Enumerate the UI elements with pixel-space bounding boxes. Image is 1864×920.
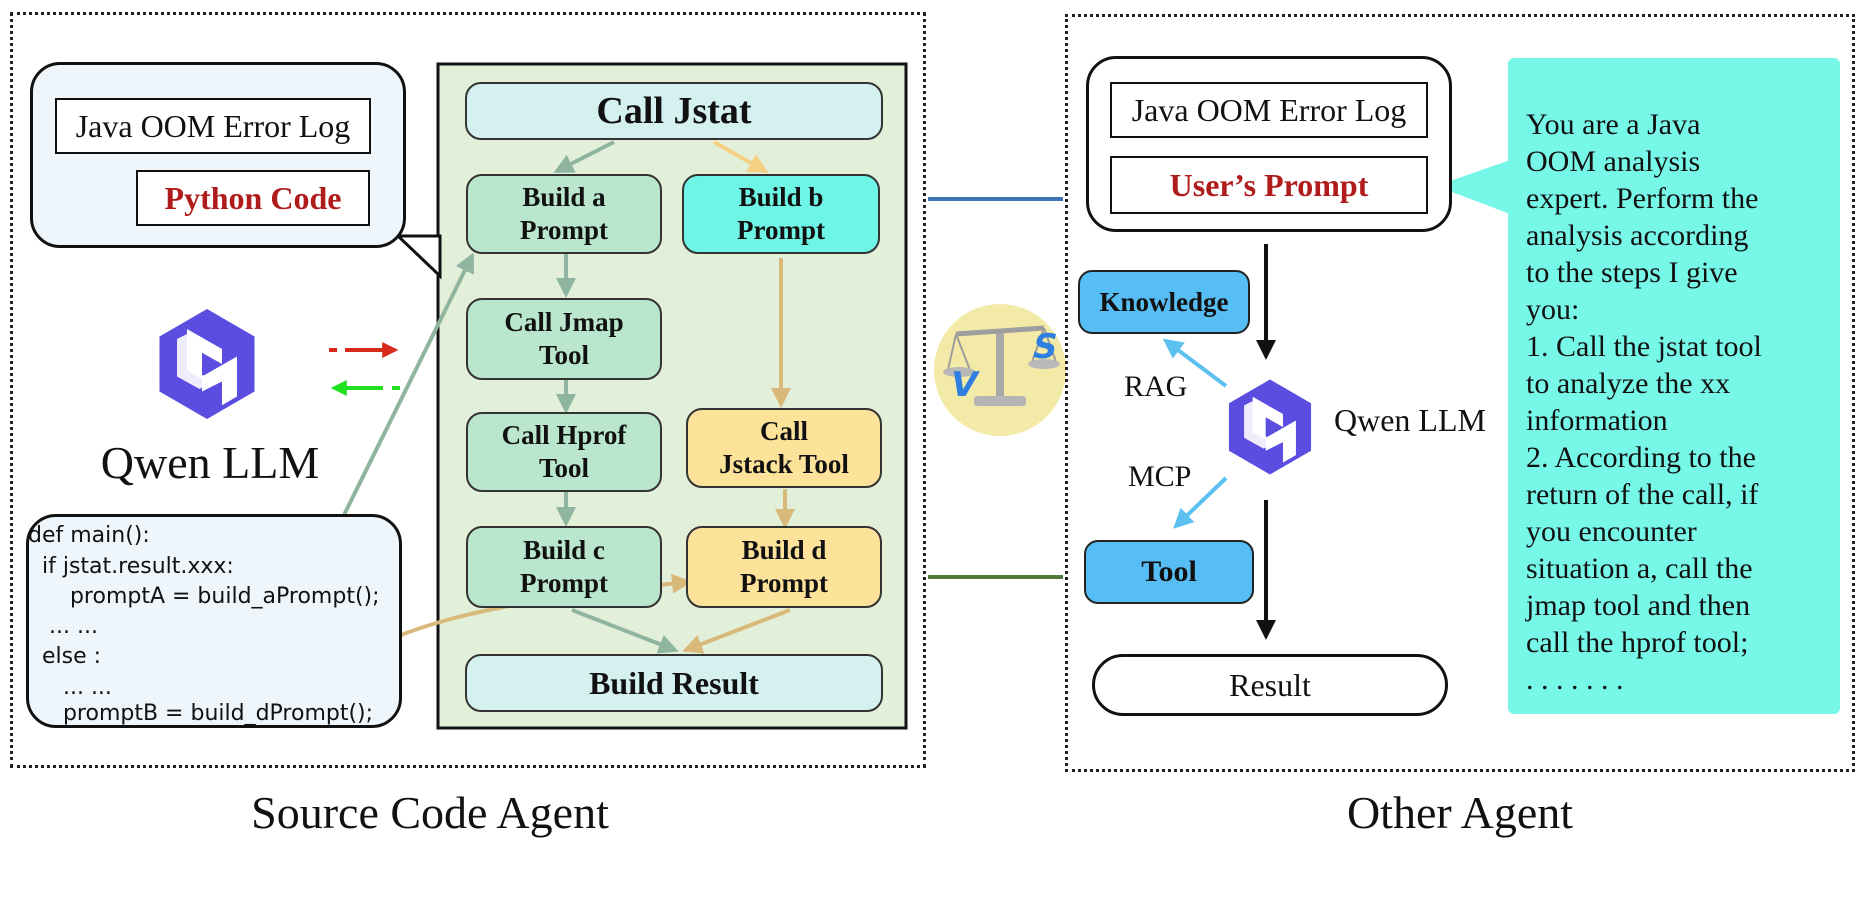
prompt-line: return of the call, if xyxy=(1526,478,1759,511)
python-code-label: Python Code xyxy=(136,170,370,226)
mcp-label: MCP xyxy=(1128,460,1192,493)
prompt-line: analysis according xyxy=(1526,219,1749,252)
prompt-line: you: xyxy=(1526,293,1580,326)
result-node: Result xyxy=(1092,654,1448,716)
prompt-pointer xyxy=(1436,160,1510,214)
code-line: if jstat.result.xxx: xyxy=(28,554,234,579)
java-oom-error-log-label-right: Java OOM Error Log xyxy=(1110,82,1428,138)
arrow-jstat-to-b xyxy=(713,140,769,173)
build-b-prompt-node: Build b Prompt xyxy=(682,174,880,254)
call-jstack-tool-node: Call Jstack Tool xyxy=(686,408,882,488)
code-line: else : xyxy=(28,644,102,669)
build-a-prompt-node: Build a Prompt xyxy=(466,174,662,254)
prompt-line: 2. According to the xyxy=(1526,441,1756,474)
system-prompt-panel xyxy=(1508,58,1840,714)
prompt-line: information xyxy=(1526,404,1668,437)
prompt-line: 1. Call the jstat tool xyxy=(1526,330,1762,363)
bubble-pointer xyxy=(394,234,442,280)
code-line: ... ... xyxy=(28,675,112,700)
knowledge-node: Knowledge xyxy=(1078,270,1250,334)
arrow-d-to-result xyxy=(682,608,791,654)
prompt-line: call the hprof tool; xyxy=(1526,626,1749,659)
qwen-logo-icon xyxy=(159,309,255,419)
code-line: promptB = build_dPrompt(); xyxy=(28,701,374,726)
code-line: promptA = build_aPrompt(); xyxy=(28,584,380,609)
prompt-line: expert. Perform the xyxy=(1526,182,1759,215)
code-snippet-box xyxy=(26,514,402,728)
prompt-line: situation a, call the xyxy=(1526,552,1753,585)
arrow-c-to-result xyxy=(571,608,679,654)
rag-label: RAG xyxy=(1124,370,1188,403)
versus-scale-icon: V S xyxy=(934,304,1066,436)
rag-arrow xyxy=(1162,338,1228,388)
qwen-llm-label-right: Qwen LLM xyxy=(1334,402,1486,438)
prompt-line: You are a Java xyxy=(1526,108,1701,141)
build-result-node: Build Result xyxy=(465,654,883,712)
tool-node: Tool xyxy=(1084,540,1254,604)
call-hprof-tool-node: Call Hprof Tool xyxy=(466,412,662,492)
qwen-llm-label: Qwen LLM xyxy=(100,437,320,488)
source-code-agent-panel xyxy=(10,12,926,768)
call-jmap-tool-node: Call Jmap Tool xyxy=(466,298,662,380)
prompt-line: jmap tool and then xyxy=(1526,589,1751,622)
build-c-prompt-node: Build c Prompt xyxy=(466,526,662,608)
other-agent-panel xyxy=(1065,14,1855,772)
java-oom-error-log-label: Java OOM Error Log xyxy=(55,98,371,154)
system-prompt-text: You are a Java OOM analysis expert. Perf… xyxy=(1526,106,1838,698)
prompt-line: . . . . . . . xyxy=(1526,663,1624,696)
arrow-jstat-to-a xyxy=(553,140,615,173)
code-line: ... ... xyxy=(28,614,98,639)
qwen-logo-icon-right xyxy=(1228,379,1312,475)
prompt-line: to analyze the xx xyxy=(1526,367,1731,400)
prompt-line: you encounter xyxy=(1526,515,1697,548)
other-agent-caption: Other Agent xyxy=(1346,787,1574,838)
call-jstat-node: Call Jstat xyxy=(465,82,883,140)
users-prompt-label: User’s Prompt xyxy=(1110,156,1428,214)
build-d-prompt-node: Build d Prompt xyxy=(686,526,882,608)
prompt-line: to the steps I give xyxy=(1526,256,1738,289)
source-code-agent-caption: Source Code Agent xyxy=(251,787,609,838)
code-line: def main(): xyxy=(28,523,150,548)
prompt-line: OOM analysis xyxy=(1526,145,1701,178)
mcp-arrow xyxy=(1173,476,1228,529)
